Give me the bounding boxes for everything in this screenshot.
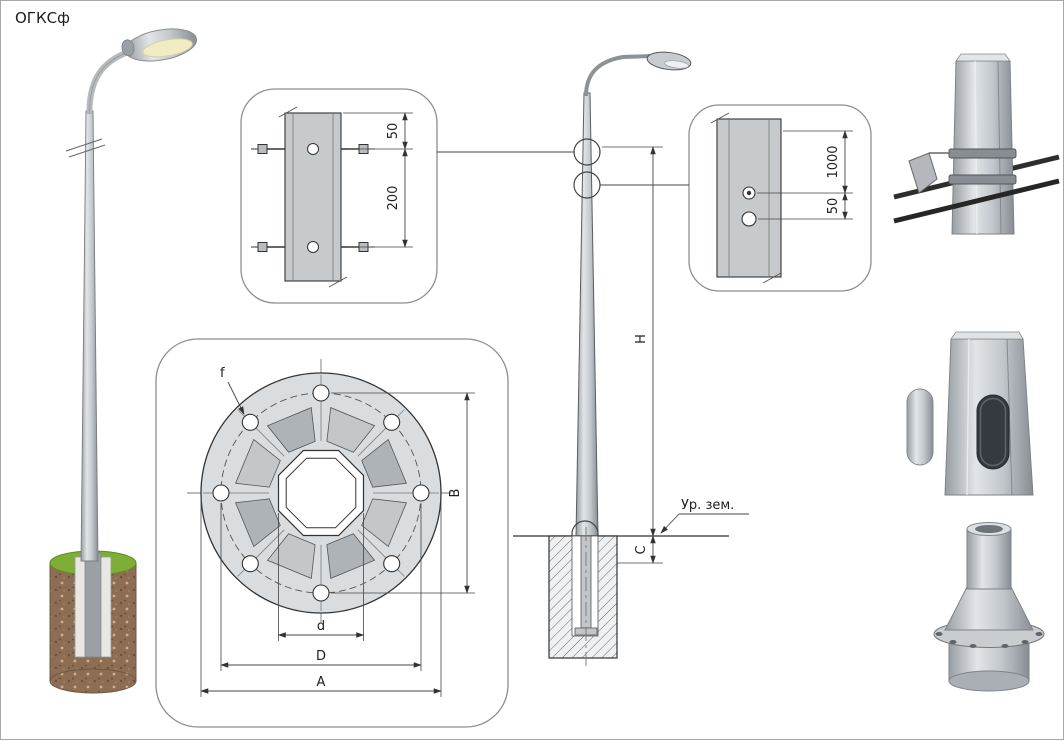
flange-hole-label: f	[220, 366, 225, 381]
luminaire-elevation	[646, 51, 692, 71]
pole-shaft-elevation	[575, 92, 599, 537]
dimension-50-right: 50	[758, 192, 853, 220]
dim-H-label: H	[634, 334, 649, 344]
hatch-opening	[976, 394, 1010, 470]
octagon-shaft-hole	[277, 449, 365, 537]
hatch-cover	[906, 388, 934, 466]
pole-3d-render	[49, 28, 198, 694]
pole-arm-elevation	[584, 54, 652, 97]
detail-upper-section: 1000 50	[600, 104, 872, 292]
pole-facet-shadow	[997, 60, 1002, 235]
dimension-B: B	[331, 392, 475, 594]
pole-arm-edge	[88, 50, 132, 115]
earthing-bolt-center	[746, 190, 752, 196]
pole-facet-highlight	[974, 60, 978, 235]
break-mark	[65, 138, 103, 152]
dim-B-label: B	[448, 489, 463, 498]
base-shoe-render	[933, 522, 1045, 692]
dimension-D: D	[220, 503, 422, 671]
dim-50b-label: 50	[826, 198, 841, 215]
cable-front	[893, 178, 1060, 224]
dim-50-label: 50	[386, 123, 401, 140]
base-skirt-bottom	[948, 670, 1030, 692]
ground-level-label: Ур. зем.	[681, 498, 734, 513]
dimension-1000: 1000	[757, 130, 853, 194]
pole-top-face	[955, 53, 1011, 62]
wedge-clamp	[908, 152, 938, 194]
dimension-A: A	[200, 499, 442, 697]
hatch-render	[906, 331, 1034, 496]
base-tube-bore	[975, 525, 1003, 533]
detail-flange-plan: f B d D A	[155, 338, 509, 728]
pole-arm	[86, 48, 133, 115]
break-mark	[710, 112, 730, 124]
dimension-200-bolts: 200	[347, 148, 413, 248]
luminaire-head	[121, 28, 198, 62]
dim-C-label: C	[634, 545, 649, 554]
callout-circle-upper	[573, 138, 601, 166]
flange-bolt-holes	[212, 384, 430, 602]
pole-top-face	[950, 331, 1024, 340]
pole-facet-highlight	[966, 338, 970, 496]
foundation-section	[548, 527, 618, 669]
detail-top-section: 50 200	[240, 88, 574, 304]
dim-1000-label: 1000	[826, 145, 841, 178]
band-clamp	[948, 148, 1017, 159]
pole-embedded-part	[84, 552, 102, 658]
drawing-title: ОГКСф	[15, 9, 70, 27]
pole-elevation: H Ур. зем. C	[513, 51, 749, 669]
break-mark	[278, 106, 298, 118]
dim-200-label: 200	[386, 186, 401, 211]
break-mark	[762, 272, 782, 284]
dimension-50-top: 50	[343, 112, 413, 150]
foundation-bottom	[49, 668, 137, 694]
base-cone	[944, 586, 1034, 631]
dim-d-label: d	[317, 619, 325, 634]
pole-section	[951, 60, 1015, 235]
base-tube	[966, 528, 1012, 590]
pole-shaft	[80, 110, 99, 562]
ground-level: Ур. зем.	[513, 498, 749, 537]
break-mark	[68, 144, 106, 158]
break-mark	[328, 276, 348, 288]
hatch-opening-rim	[979, 397, 1007, 467]
dimension-H: H	[602, 146, 663, 537]
cable-clamp-render	[893, 53, 1060, 235]
band-clamp	[948, 174, 1017, 185]
dimension-d: d	[277, 513, 365, 641]
dim-A-label: A	[317, 675, 326, 690]
dimension-f: f	[220, 366, 245, 415]
cable-hole	[741, 211, 757, 227]
dim-D-label: D	[316, 649, 326, 664]
octagon-shaft-wall	[285, 457, 357, 529]
